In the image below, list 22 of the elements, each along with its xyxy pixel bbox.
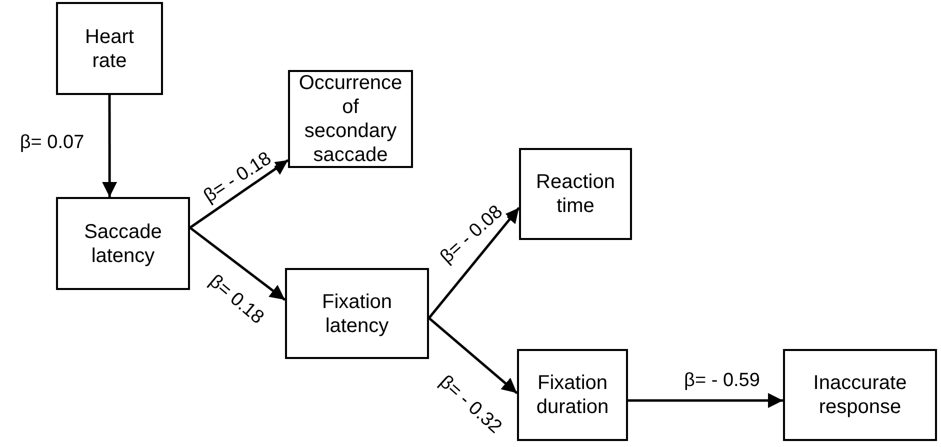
arrow: [428, 207, 520, 319]
arrow: [102, 95, 118, 197]
process-box: [783, 349, 937, 441]
process-box: [519, 148, 632, 240]
node-label: Fixation duration: [535, 371, 610, 419]
edge-label: β= 0.07: [18, 133, 86, 153]
arrow: [428, 317, 518, 394]
node-label: Fixation latency: [320, 290, 394, 338]
arrow: [189, 226, 286, 301]
node-label: Saccade latency: [83, 220, 163, 268]
edge-label: β= - 0.59: [683, 371, 761, 391]
process-box: [288, 70, 413, 168]
node-label: Reaction time: [535, 170, 616, 218]
process-box: [517, 349, 628, 441]
arrow: [628, 393, 783, 408]
process-box: [56, 2, 163, 95]
node-label: Inaccurate response: [812, 371, 908, 419]
process-box: [285, 268, 429, 359]
node-label: Occurrence of secondary saccade: [298, 71, 402, 167]
process-box: [56, 197, 190, 290]
arrow: [189, 159, 289, 229]
node-label: Heart rate: [84, 24, 135, 72]
